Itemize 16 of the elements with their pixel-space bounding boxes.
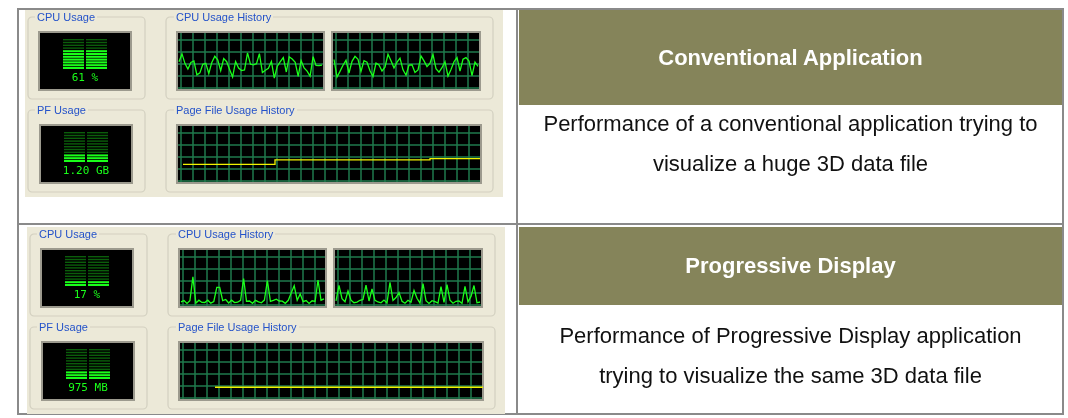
description-text: Performance of Progressive Display application trying to visualize the same 3D data file	[558, 322, 1023, 390]
group-box-label: Page File Usage History	[176, 321, 299, 333]
group-box-label: CPU Usage	[37, 228, 100, 240]
meter-value: 61 %	[70, 72, 100, 84]
description-text: Performance of a conventional application trying to visualize a huge 3D data file	[542, 110, 1039, 178]
meter-value: 1.20 GB	[61, 165, 111, 177]
group-box-label: CPU Usage History	[176, 228, 276, 240]
group-box-label: Page File Usage History	[174, 104, 297, 116]
group-box-label: PF Usage	[37, 321, 90, 333]
group-box-label: PF Usage	[35, 104, 88, 116]
meter-value: 17 %	[72, 289, 102, 301]
column-heading: Conventional Application	[658, 44, 923, 71]
group-box-label: CPU Usage	[35, 11, 98, 23]
meter-value: 975 MB	[67, 382, 109, 394]
column-heading: Progressive Display	[685, 253, 896, 279]
group-box-label: CPU Usage History	[174, 11, 274, 23]
